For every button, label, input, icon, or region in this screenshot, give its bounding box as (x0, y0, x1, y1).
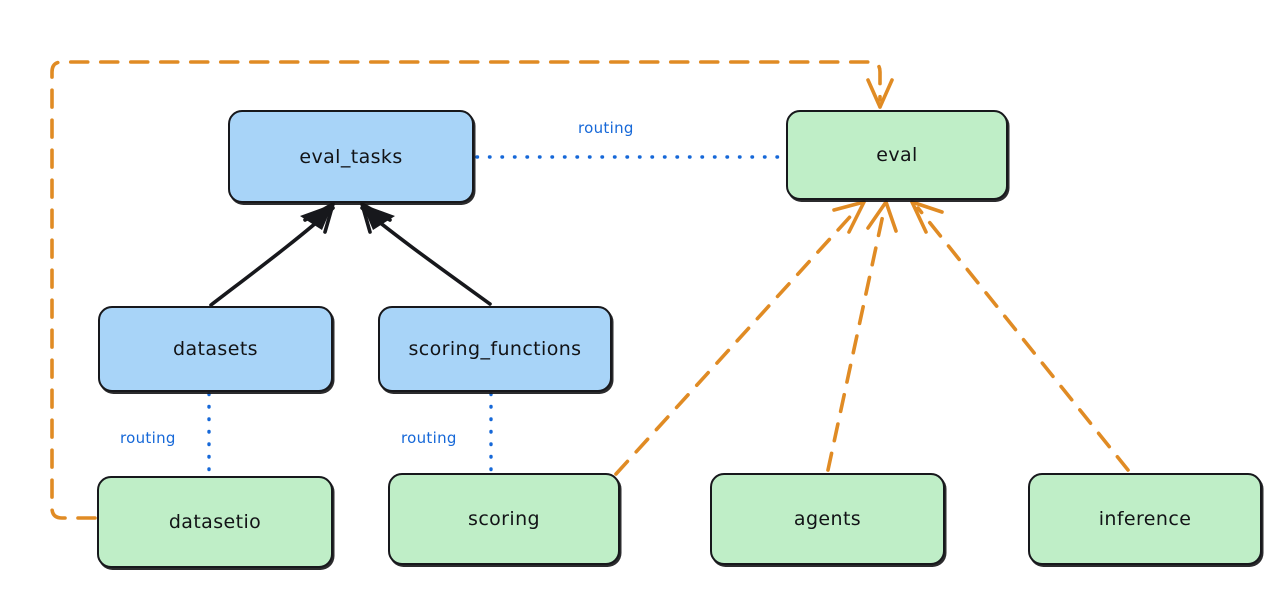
node-label: inference (1098, 508, 1192, 530)
edge-label-routing-scoring: routing (398, 429, 460, 447)
edge-label-routing-datasetio: routing (117, 429, 179, 447)
node-agents[interactable]: agents (710, 473, 945, 565)
node-eval_tasks[interactable]: eval_tasks (228, 110, 474, 203)
edge-scoring_functions-eval_tasks (360, 202, 492, 306)
edge-agents-eval (826, 200, 898, 472)
node-scoring_functions[interactable]: scoring_functions (378, 306, 612, 392)
node-eval[interactable]: eval (786, 110, 1008, 200)
node-label: agents (793, 508, 862, 530)
node-label: datasetio (168, 511, 262, 533)
node-datasetio[interactable]: datasetio (97, 476, 333, 568)
edge-inference-eval (910, 200, 1130, 472)
node-label: eval_tasks (299, 145, 403, 168)
edge-datasets-eval_tasks (209, 202, 335, 307)
node-label: scoring_functions (408, 338, 582, 360)
edge-scoring-eval (614, 200, 866, 476)
node-scoring[interactable]: scoring (388, 473, 620, 565)
node-inference[interactable]: inference (1028, 473, 1262, 565)
node-label: eval (876, 144, 918, 166)
node-datasets[interactable]: datasets (98, 306, 333, 392)
edge-label-routing-eval: routing (575, 119, 637, 137)
node-label: datasets (173, 338, 258, 360)
node-label: scoring (468, 508, 540, 530)
